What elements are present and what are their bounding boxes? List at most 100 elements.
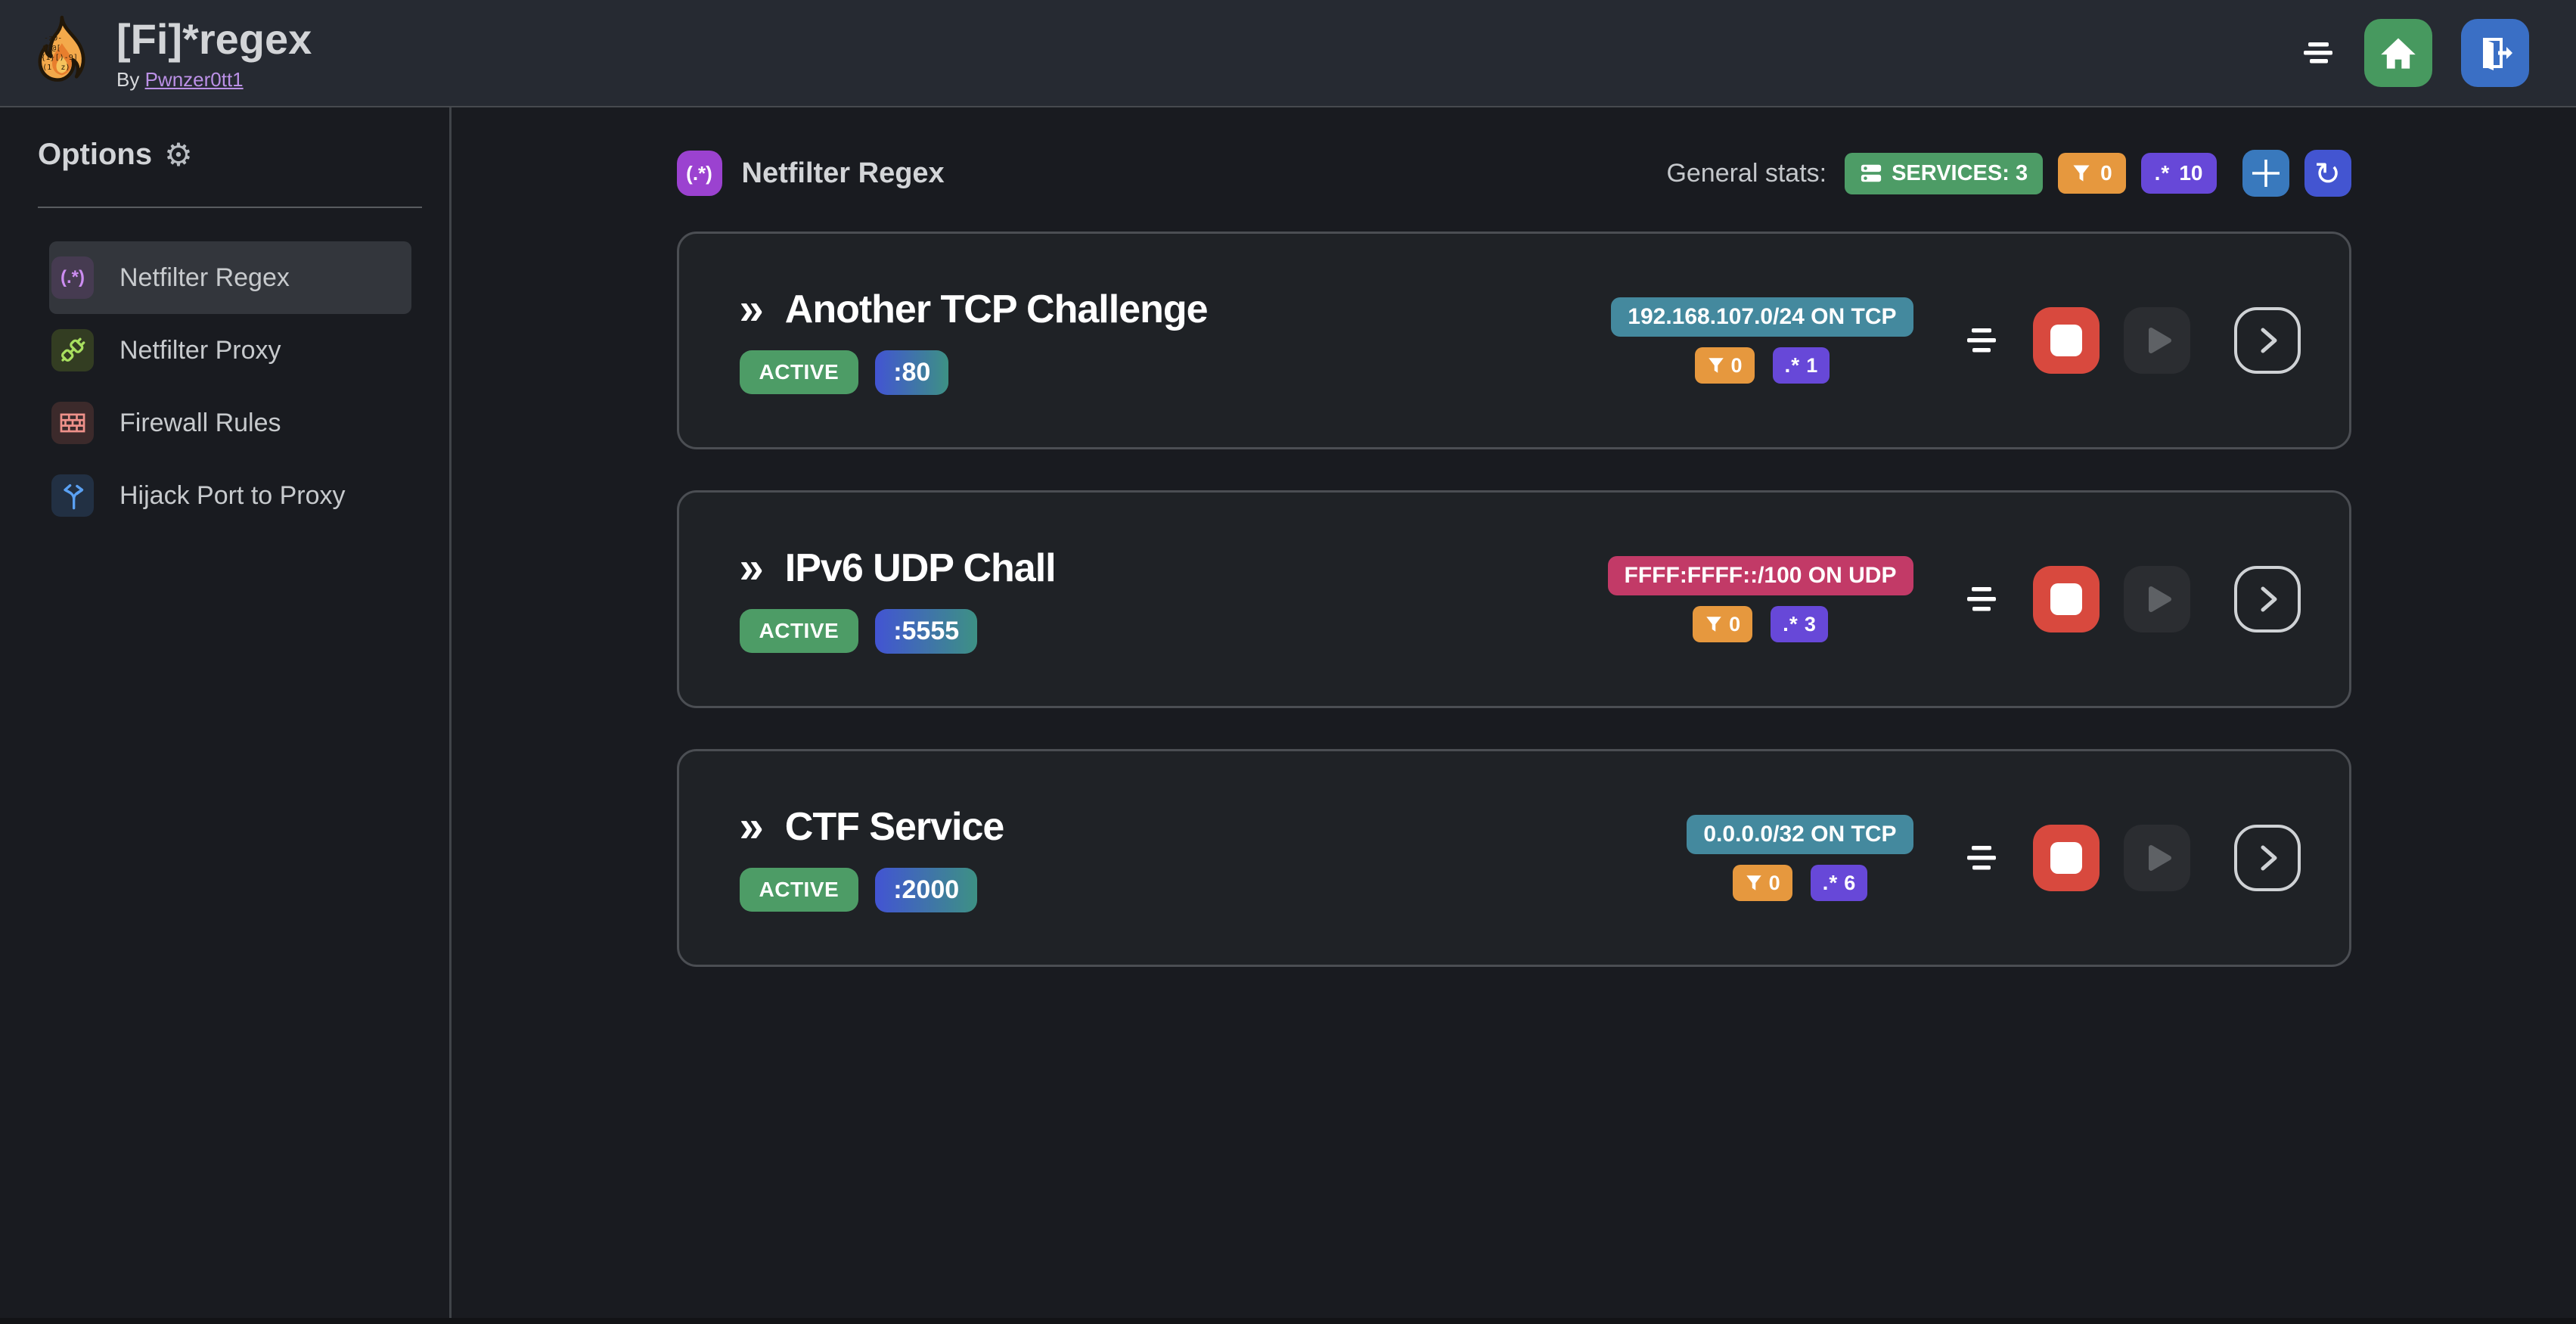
plug-icon xyxy=(51,329,94,371)
staggered-lines-menu-icon[interactable] xyxy=(1966,840,2000,876)
logout-door-icon xyxy=(2483,38,2512,70)
regexes-count-badge: .* 3 xyxy=(1771,606,1828,642)
horizontal-scrollbar[interactable] xyxy=(0,1318,2576,1324)
sidebar-item-hijack-port[interactable]: Hijack Port to Proxy xyxy=(49,459,411,532)
sidebar-divider xyxy=(38,207,422,208)
brick-wall-icon xyxy=(51,402,94,444)
target-badge: 0.0.0.0/32 ON TCP xyxy=(1687,815,1913,854)
gear-icon: ⚙ xyxy=(164,136,193,173)
target-badge: FFFF:FFFF::/100 ON UDP xyxy=(1607,556,1913,595)
home-icon xyxy=(2381,38,2416,69)
dot-star-icon: .* xyxy=(2154,161,2171,185)
sidebar-item-firewall-rules[interactable]: Firewall Rules xyxy=(49,387,411,459)
page-title: Netfilter Regex xyxy=(741,157,945,189)
play-icon xyxy=(2148,586,2171,612)
funnel-icon xyxy=(1706,617,1721,632)
filters-count-badge: 0 xyxy=(1732,865,1792,901)
service-card: » Another TCP Challenge ACTIVE :80 192.1… xyxy=(676,232,2351,449)
stop-icon xyxy=(2050,325,2082,356)
funnel-icon xyxy=(2073,165,2090,182)
filters-count-badge: 0 xyxy=(1694,347,1755,384)
dot-star-icon: .* xyxy=(1822,871,1839,894)
sidebar-item-label: Netfilter Regex xyxy=(119,263,290,292)
double-chevron-icon: » xyxy=(739,542,764,592)
main-area: (.*) Netfilter Regex General stats: SERV… xyxy=(452,107,2576,1322)
regex-page-icon: (.*) xyxy=(676,151,722,196)
double-chevron-icon: » xyxy=(739,801,764,851)
add-service-button[interactable] xyxy=(2242,150,2289,197)
start-service-button[interactable] xyxy=(2123,307,2190,374)
regexes-count-badge: .* 10 xyxy=(2140,153,2217,194)
sidebar-item-label: Netfilter Proxy xyxy=(119,335,281,365)
staggered-lines-menu-icon[interactable] xyxy=(2302,36,2335,70)
regexes-count-badge: .* 6 xyxy=(1810,865,1868,901)
service-name: CTF Service xyxy=(784,804,1005,849)
chevron-right-icon xyxy=(2261,586,2277,612)
sidebar-nav: (.*) Netfilter Regex xyxy=(49,241,411,532)
expand-service-button[interactable] xyxy=(2233,566,2301,632)
status-badge: ACTIVE xyxy=(739,868,859,912)
sidebar: Options ⚙ (.*) Netfilter Regex xyxy=(0,107,452,1322)
stop-icon xyxy=(2050,583,2082,615)
port-badge: :2000 xyxy=(875,867,978,912)
status-badge: ACTIVE xyxy=(739,350,859,394)
funnel-icon xyxy=(1708,358,1724,373)
svg-text:(1 z): (1 z) xyxy=(42,64,70,72)
refresh-icon: ↻ xyxy=(2314,154,2342,192)
options-title: Options ⚙ xyxy=(38,136,449,173)
play-icon xyxy=(2148,845,2171,871)
fork-arrow-icon xyxy=(51,474,94,517)
start-service-button[interactable] xyxy=(2123,825,2190,891)
title-block: [Fi]*regex By Pwnzer0tt1 xyxy=(116,14,312,92)
header-actions xyxy=(2302,19,2529,87)
byline-prefix: By xyxy=(116,68,140,91)
stop-icon xyxy=(2050,842,2082,874)
options-label: Options xyxy=(38,138,153,171)
app-title: [Fi]*regex xyxy=(116,15,312,63)
expand-service-button[interactable] xyxy=(2233,825,2301,891)
start-service-button[interactable] xyxy=(2123,566,2190,632)
expand-service-button[interactable] xyxy=(2233,307,2301,374)
target-badge: 192.168.107.0/24 ON TCP xyxy=(1611,297,1913,337)
flame-logo-icon: -z0- 0}@[ {1}[)-9] (1 z) xyxy=(38,15,85,82)
service-name: Another TCP Challenge xyxy=(784,287,1209,331)
sidebar-item-netfilter-regex[interactable]: (.*) Netfilter Regex xyxy=(49,241,411,314)
svg-text:-z0-: -z0- xyxy=(44,34,62,42)
regexes-count-badge: .* 1 xyxy=(1772,347,1830,384)
port-badge: :80 xyxy=(875,350,949,395)
stop-service-button[interactable] xyxy=(2032,307,2100,374)
general-stats: General stats: SERVICES: 3 xyxy=(1666,150,2351,197)
status-badge: ACTIVE xyxy=(739,609,859,653)
plus-icon xyxy=(2252,160,2280,187)
port-badge: :5555 xyxy=(875,608,978,654)
server-stack-icon xyxy=(1861,164,1882,182)
staggered-lines-menu-icon[interactable] xyxy=(1966,581,2000,617)
stop-service-button[interactable] xyxy=(2032,825,2100,891)
home-button[interactable] xyxy=(2364,19,2432,87)
sidebar-item-netfilter-proxy[interactable]: Netfilter Proxy xyxy=(49,314,411,387)
byline: By Pwnzer0tt1 xyxy=(116,68,312,92)
author-link[interactable]: Pwnzer0tt1 xyxy=(144,68,244,91)
dot-star-icon: .* xyxy=(1784,353,1801,377)
layout: Options ⚙ (.*) Netfilter Regex xyxy=(0,107,2576,1322)
header-brand: -z0- 0}@[ {1}[)-9] (1 z) [Fi]*regex By P… xyxy=(26,14,312,92)
service-card: » IPv6 UDP Chall ACTIVE :5555 FFFF:FFFF:… xyxy=(676,490,2351,708)
sidebar-item-label: Firewall Rules xyxy=(119,408,281,437)
filters-count-badge: 0 xyxy=(1693,606,1753,642)
service-name: IPv6 UDP Chall xyxy=(784,545,1057,590)
svg-text:{1}[)-9]: {1}[)-9] xyxy=(41,54,78,62)
play-icon xyxy=(2148,328,2171,353)
stop-service-button[interactable] xyxy=(2032,566,2100,632)
logout-button[interactable] xyxy=(2461,19,2529,87)
services-count-badge: SERVICES: 3 xyxy=(1845,152,2044,194)
regex-icon: (.*) xyxy=(51,256,94,299)
service-card: » CTF Service ACTIVE :2000 0.0.0.0/32 ON… xyxy=(676,749,2351,967)
page-head: (.*) Netfilter Regex General stats: SERV… xyxy=(676,150,2351,197)
filters-count-badge: 0 xyxy=(2058,153,2126,194)
refresh-button[interactable]: ↻ xyxy=(2304,150,2351,197)
chevron-right-icon xyxy=(2261,845,2277,871)
staggered-lines-menu-icon[interactable] xyxy=(1966,322,2000,359)
stats-label: General stats: xyxy=(1666,158,1827,188)
service-list: » Another TCP Challenge ACTIVE :80 192.1… xyxy=(676,232,2351,967)
app-header: -z0- 0}@[ {1}[)-9] (1 z) [Fi]*regex By P… xyxy=(0,0,2576,107)
